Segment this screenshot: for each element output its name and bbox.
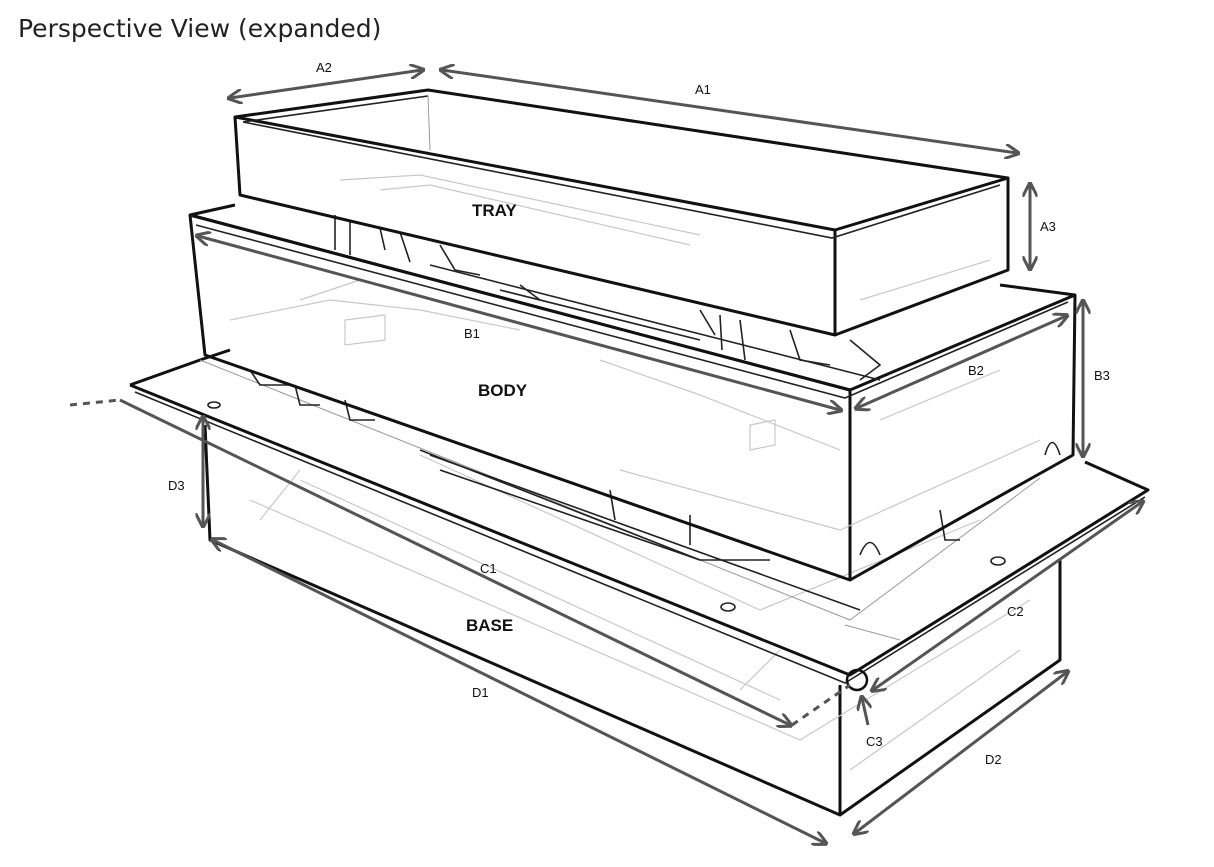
tray-label: TRAY xyxy=(472,201,517,220)
dim-b1-label: B1 xyxy=(464,326,480,341)
tray-right-face xyxy=(834,176,1010,337)
dim-c2-line xyxy=(873,502,1142,690)
flange-inner-edge xyxy=(134,391,1146,684)
dim-c2-label: C2 xyxy=(1007,604,1024,619)
dimension-labels: A2 A1 A3 B1 B2 B3 D3 C1 C2 C3 D1 D2 xyxy=(168,60,1110,767)
base-front-face xyxy=(203,424,842,817)
dim-a2-line xyxy=(230,70,422,98)
body-label: BODY xyxy=(478,381,528,400)
flange-outline xyxy=(129,348,1150,677)
dim-c1-dash-right xyxy=(791,683,851,727)
dim-d3-label: D3 xyxy=(168,478,185,493)
dim-d1-label: D1 xyxy=(472,685,489,700)
tray-front-face xyxy=(233,115,837,337)
tray-part xyxy=(233,88,1010,337)
dim-b2-label: B2 xyxy=(968,363,984,378)
flange-hole xyxy=(990,556,1006,566)
dim-d1-line xyxy=(213,540,825,843)
dim-c3-label: C3 xyxy=(866,734,883,749)
body-part xyxy=(188,203,1077,611)
dim-d2-label: D2 xyxy=(985,752,1002,767)
dim-a3-label: A3 xyxy=(1040,219,1056,234)
dim-c1-line xyxy=(119,398,790,725)
dim-b3-label: B3 xyxy=(1094,368,1110,383)
dim-c3-arrow xyxy=(862,698,868,726)
flange-hole xyxy=(720,602,736,612)
dim-b1-line xyxy=(198,236,840,410)
dim-c1-label: C1 xyxy=(480,561,497,576)
flange-hole xyxy=(207,401,221,409)
dim-d2-line xyxy=(855,672,1067,833)
base-label: BASE xyxy=(466,616,513,635)
body-top-edge xyxy=(189,203,1076,392)
flange-plate xyxy=(129,348,1150,692)
body-feet xyxy=(249,369,960,561)
connector-posts xyxy=(334,215,882,381)
base-right-face xyxy=(839,560,1062,817)
dim-a1-label: A1 xyxy=(695,82,711,97)
dim-a2-label: A2 xyxy=(316,60,332,75)
dim-c1-dash-left xyxy=(69,398,121,407)
body-right-face xyxy=(849,293,1077,582)
diagram-title: Perspective View (expanded) xyxy=(18,14,382,43)
part-labels: TRAY BODY BASE xyxy=(466,201,528,635)
dim-a1-line xyxy=(442,70,1017,153)
dim-b2-line xyxy=(857,316,1066,408)
base-part xyxy=(203,424,1062,817)
dimension-lines xyxy=(69,70,1142,843)
